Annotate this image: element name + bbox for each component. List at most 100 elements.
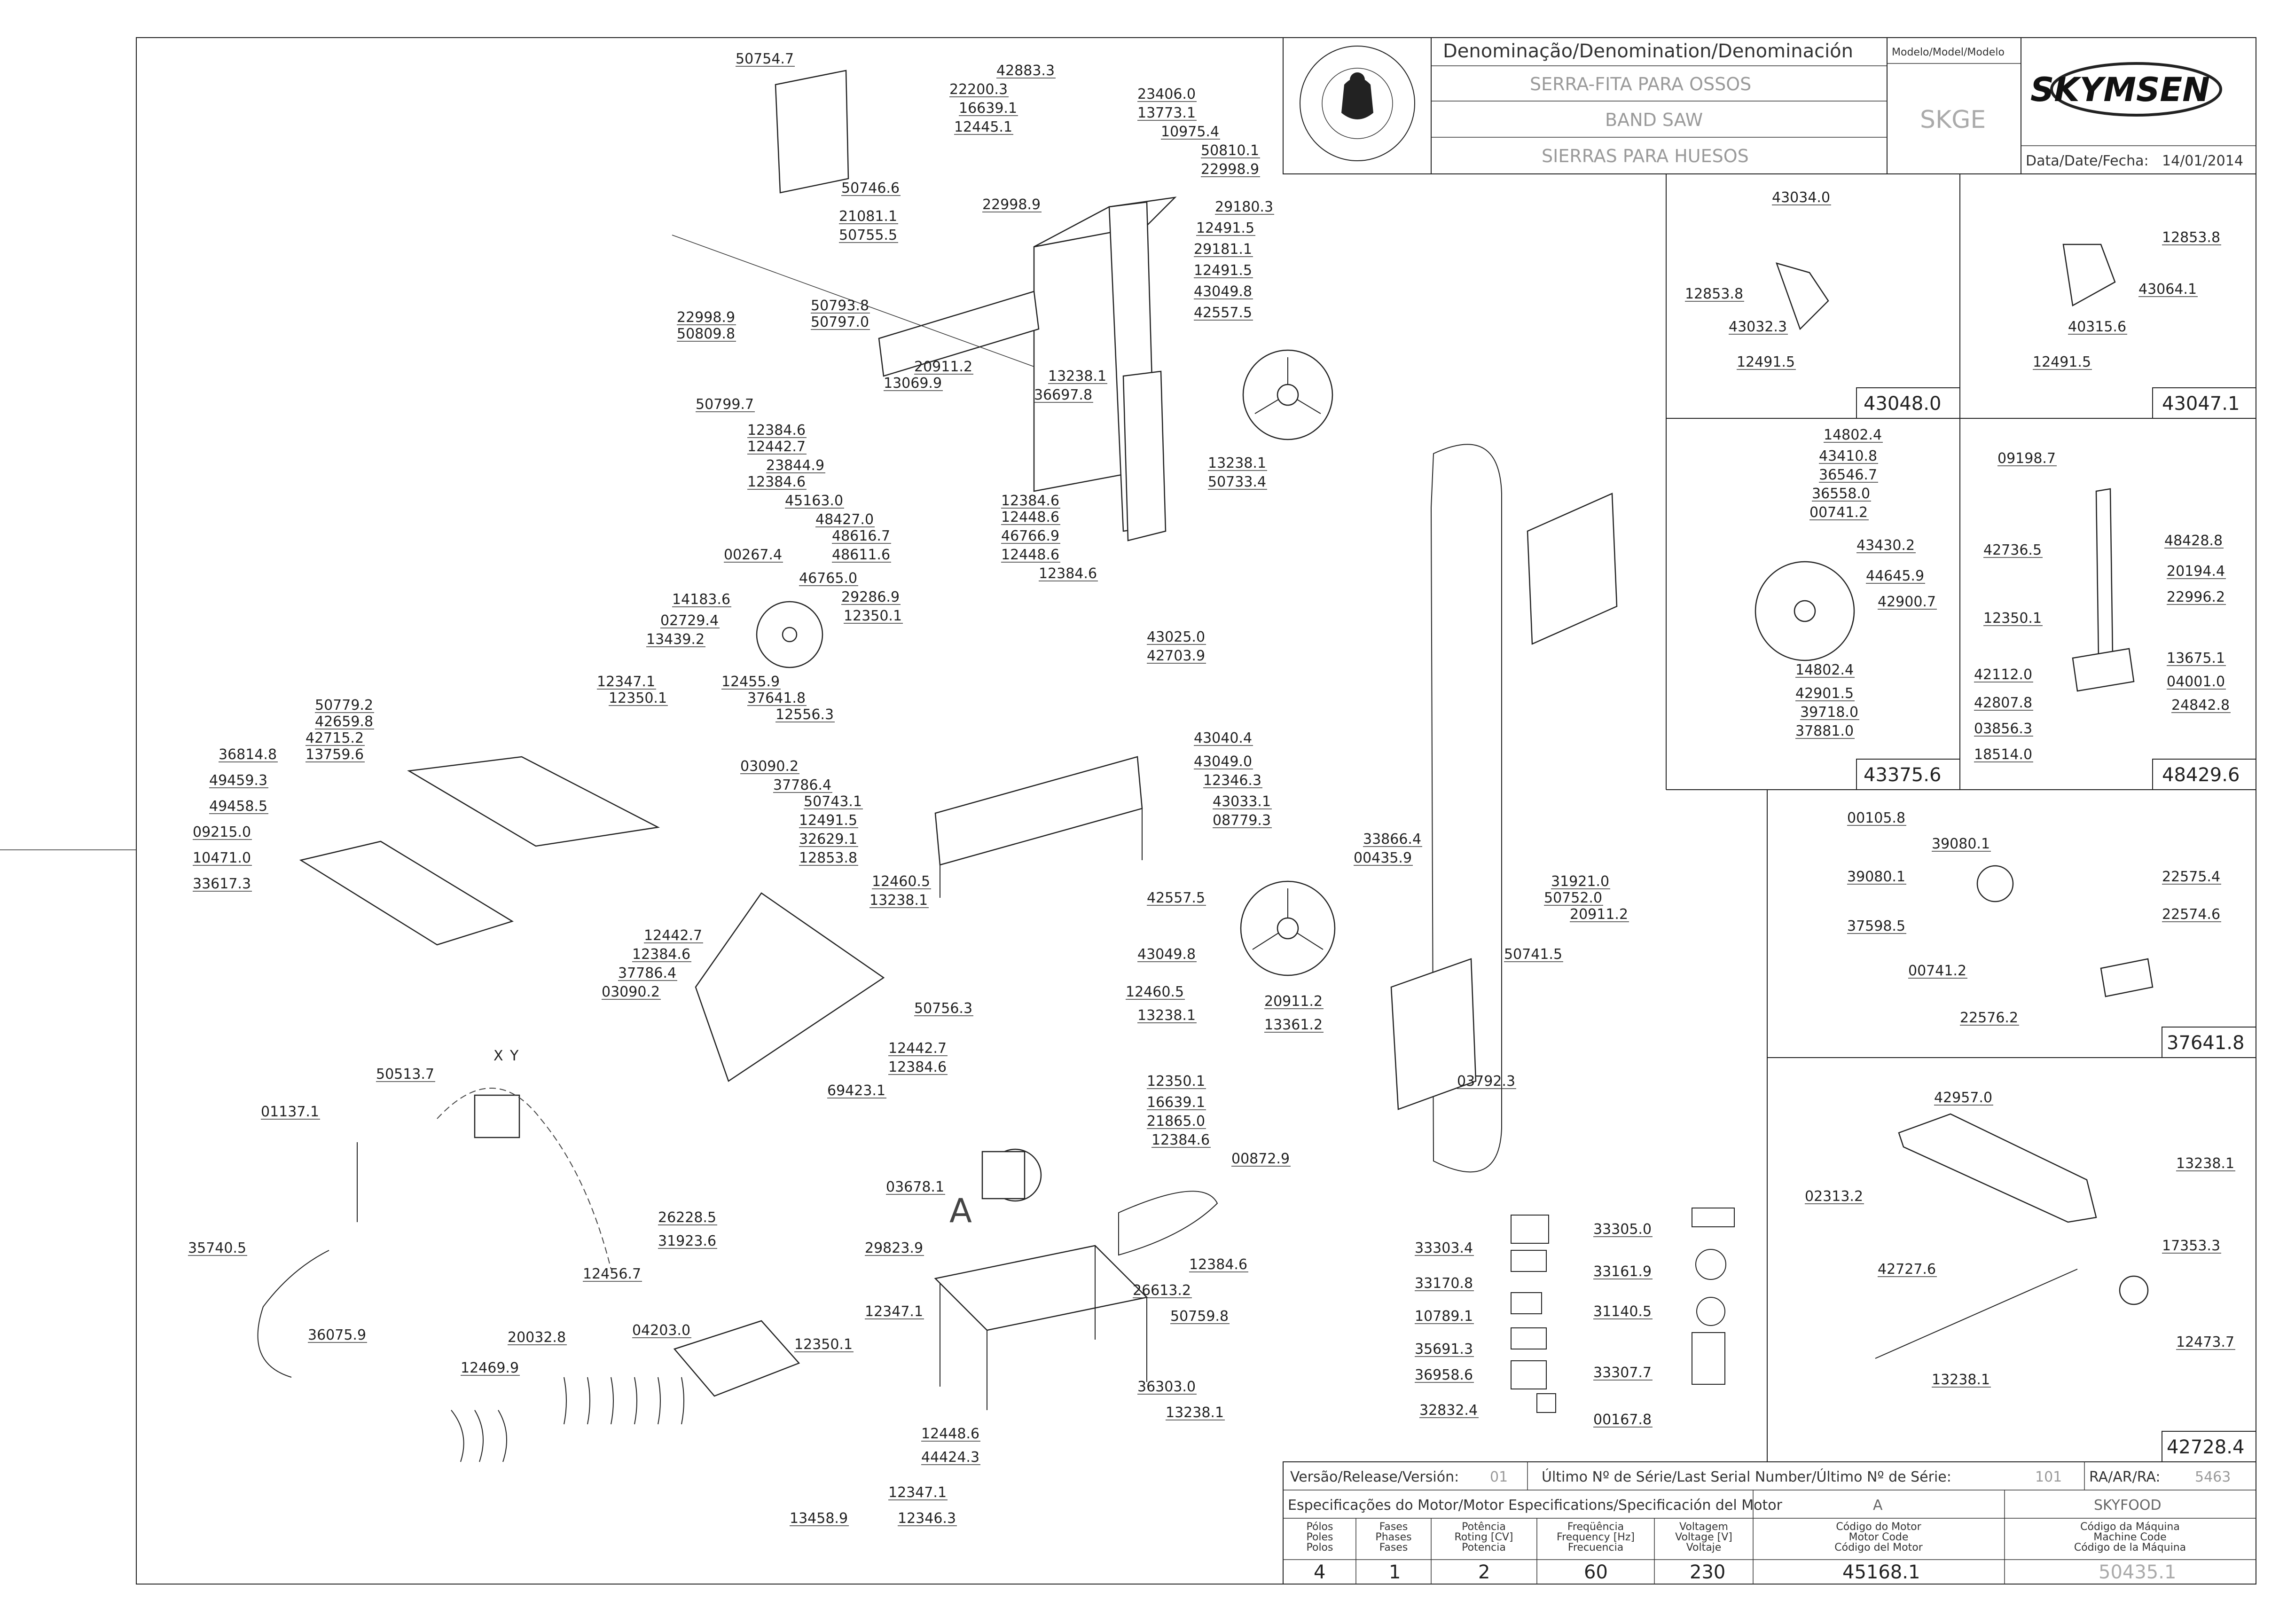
motor-header-0-line-2: Polos [1307,1542,1333,1553]
panel-tag-43048: 43048.0 [1864,393,1941,415]
detail-label-13675-1: 13675.1 [2167,650,2225,667]
motor-header-2-line-1: Roting [CV] [1455,1531,1513,1543]
detail-label-43034-0: 43034.0 [1772,189,1830,206]
part-label-13238-1: 13238.1 [869,892,928,909]
part-label-12350-1: 12350.1 [794,1336,853,1353]
base-frame [934,1245,1148,1331]
detail-label-39080-1: 39080.1 [1932,836,1990,852]
power-cable [257,1142,358,1378]
part-label-48427-0: 48427.0 [815,511,874,528]
detail-label-42736-5: 42736.5 [1983,542,2042,558]
wire-marker-x: X [493,1048,503,1064]
decal-label-36958-6: 36958.6 [1415,1367,1473,1383]
part-label-12346-3: 12346.3 [1203,772,1261,789]
part-label-13238-1: 13238.1 [1166,1404,1224,1421]
motor-header-3-line-1: Frequency [Hz] [1557,1531,1635,1543]
detail-label-42957-0: 42957.0 [1934,1090,1992,1106]
sliding-table-bottom [299,840,514,946]
detail-label-36546-7: 36546.7 [1819,467,1877,483]
part-label-12491-5: 12491.5 [799,812,857,829]
detail-label-22996-2: 22996.2 [2167,589,2225,605]
decal-label-10789-1: 10789.1 [1415,1308,1473,1325]
guide-post [2095,488,2114,659]
part-label-13069-9: 13069.9 [884,375,942,392]
part-label-50513-7: 50513.7 [376,1066,434,1083]
detail-label-43430-2: 43430.2 [1856,537,1915,554]
fence-detail [1898,1113,2097,1223]
part-label-42557-5: 42557.5 [1194,305,1252,321]
part-label-16639-1: 16639.1 [959,100,1017,117]
detail-label-17353-3: 17353.3 [2162,1238,2220,1254]
detail-label-12853-8: 12853.8 [1685,286,1743,302]
part-label-43049-0: 43049.0 [1194,753,1252,770]
drawing-border [136,37,2256,1585]
part-label-03792-3: 03792.3 [1457,1073,1515,1090]
guide-bracket-assembly [2062,243,2116,306]
detail-label-04001-0: 04001.0 [2167,674,2225,690]
part-label-29823-9: 29823.9 [865,1240,923,1256]
part-label-08779-3: 08779.3 [1213,812,1271,829]
motor-header-2-line-0: Potência [1462,1521,1506,1533]
part-label-69423-1: 69423.1 [827,1083,885,1099]
wiring [437,1088,611,1270]
main-part-labels: 50754.742883.322200.316639.112445.123406… [188,51,1629,1527]
part-label-12384-6: 12384.6 [1001,493,1059,509]
part-label-46766-9: 46766.9 [1001,528,1059,544]
detail-label-20194-4: 20194.4 [2167,563,2225,580]
part-label-35740-5: 35740.5 [188,1240,246,1256]
cover-plate [775,70,849,194]
part-label-12456-7: 12456.7 [583,1266,641,1282]
panel-tag-37641: 37641.8 [2167,1032,2244,1054]
detail-label-13238-1: 13238.1 [1932,1372,1990,1388]
decal-label-35691-3: 35691.3 [1415,1341,1473,1357]
part-label-50746-6: 50746.6 [841,180,900,196]
part-label-13439-2: 13439.2 [646,631,705,648]
motor-header-1-line-2: Fases [1379,1542,1408,1553]
part-label-12350-1: 12350.1 [1147,1073,1205,1090]
part-label-20911-2: 20911.2 [914,359,972,375]
motor-power: 2 [1478,1561,1490,1583]
part-label-13238-1: 13238.1 [1208,455,1266,471]
part-label-22200-3: 22200.3 [949,81,1008,98]
part-label-12448-6: 12448.6 [921,1426,979,1442]
motor-header-3-line-2: Frecuencia [1568,1542,1623,1553]
part-label-42659-8: 42659.8 [315,714,373,730]
detail-label-12491-5: 12491.5 [1737,354,1795,370]
decal-label-33305-0: 33305.0 [1593,1221,1652,1238]
part-label-50793-8: 50793.8 [811,298,869,314]
part-label-43025-0: 43025.0 [1147,629,1205,645]
model-code: SKGE [1920,106,1986,134]
part-label-13361-2: 13361.2 [1264,1017,1323,1033]
product-name-pt: SERRA-FITA PARA OSSOS [1530,74,1751,94]
part-label-22998-9: 22998.9 [1201,161,1259,178]
detail-label-43032-3: 43032.3 [1729,319,1787,335]
part-label-32629-1: 32629.1 [799,831,857,847]
part-label-22998-9: 22998.9 [982,196,1041,213]
part-label-50809-8: 50809.8 [677,326,735,342]
part-label-23406-0: 23406.0 [1137,86,1196,102]
part-label-23844-9: 23844.9 [766,457,824,474]
detail-label-39080-1: 39080.1 [1847,869,1905,885]
part-label-12347-1: 12347.1 [597,674,655,690]
detail-label-43064-1: 43064.1 [2138,281,2197,298]
part-label-50759-8: 50759.8 [1170,1308,1229,1325]
motor-header-0-line-1: Poles [1306,1531,1333,1543]
motor-header-1-line-1: Phases [1375,1531,1411,1543]
drive-belt [1118,1191,1218,1256]
part-label-43040-4: 43040.4 [1194,730,1252,746]
detail-label-00105-8: 00105.8 [1847,810,1905,826]
detail-label-42900-7: 42900.7 [1878,594,1936,610]
part-label-42557-5: 42557.5 [1147,890,1205,906]
work-table [934,756,1143,866]
detail-label-22575-4: 22575.4 [2162,869,2220,885]
part-label-12350-1: 12350.1 [609,690,667,706]
part-label-42715-2: 42715.2 [305,730,364,746]
panel-tag-43375: 43375.6 [1864,764,1941,786]
panel-tag-43047: 43047.1 [2162,393,2240,415]
part-label-43033-1: 43033.1 [1213,793,1271,810]
part-label-12460-5: 12460.5 [1126,984,1184,1000]
part-label-00872-9: 00872.9 [1231,1151,1290,1167]
part-label-36814-8: 36814.8 [219,746,277,763]
part-label-14183-6: 14183.6 [672,591,730,608]
